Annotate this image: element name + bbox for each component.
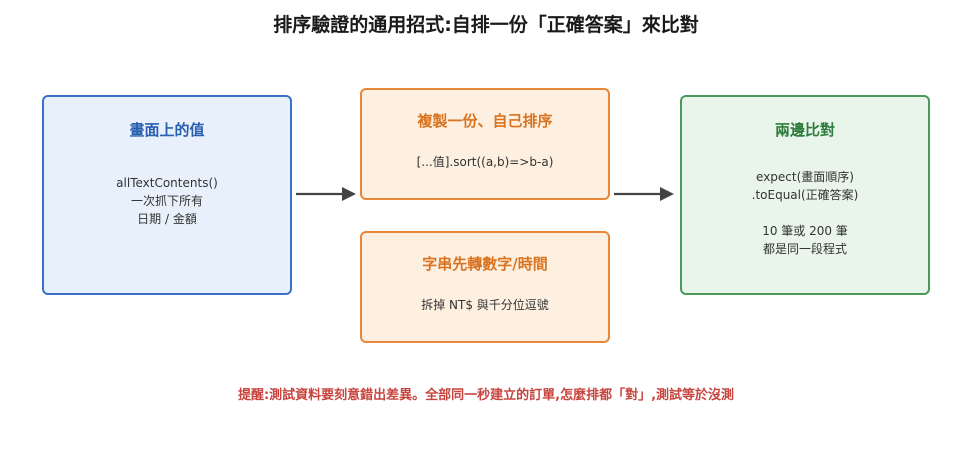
- compare-line: 都是同一段程式: [762, 242, 847, 256]
- screen-values-box: 畫面上的值 allTextContents() 一次抓下所有 日期 / 金額: [42, 95, 292, 295]
- compare-line: expect(畫面順序): [756, 170, 854, 184]
- screen-values-title: 畫面上的值: [129, 121, 205, 139]
- compare-line-spacer: [682, 204, 928, 222]
- compare-line: 10 筆或 200 筆: [762, 224, 848, 238]
- arrow-right-icon: [614, 187, 674, 201]
- screen-values-body: allTextContents() 一次抓下所有 日期 / 金額: [44, 174, 290, 228]
- convert-box: 字串先轉數字/時間 拆掉 NT$ 與千分位逗號: [360, 231, 610, 343]
- convert-body: 拆掉 NT$ 與千分位逗號: [362, 296, 608, 314]
- screen-values-line: allTextContents(): [116, 176, 218, 190]
- screen-values-line: 一次抓下所有: [130, 194, 203, 208]
- convert-title: 字串先轉數字/時間: [422, 255, 548, 273]
- screen-values-line: 日期 / 金額: [137, 212, 197, 226]
- compare-title: 兩邊比對: [774, 121, 835, 139]
- compare-body: expect(畫面順序) .toEqual(正確答案) 10 筆或 200 筆 …: [682, 168, 928, 258]
- copy-sort-title: 複製一份、自己排序: [417, 112, 553, 130]
- convert-line: 拆掉 NT$ 與千分位逗號: [421, 298, 549, 312]
- copy-sort-box: 複製一份、自己排序 [...值].sort((a,b)=>b-a): [360, 88, 610, 200]
- arrow-right-icon: [296, 187, 356, 201]
- copy-sort-line: [...值].sort((a,b)=>b-a): [416, 155, 554, 169]
- compare-line: .toEqual(正確答案): [751, 188, 859, 202]
- compare-box: 兩邊比對 expect(畫面順序) .toEqual(正確答案) 10 筆或 2…: [680, 95, 930, 295]
- warning-note: 提醒:測試資料要刻意錯出差異。全部同一秒建立的訂單,怎麼排都「對」,測試等於沒測: [237, 388, 735, 403]
- diagram-title: 排序驗證的通用招式:自排一份「正確答案」來比對: [273, 14, 699, 36]
- copy-sort-body: [...值].sort((a,b)=>b-a): [362, 153, 608, 171]
